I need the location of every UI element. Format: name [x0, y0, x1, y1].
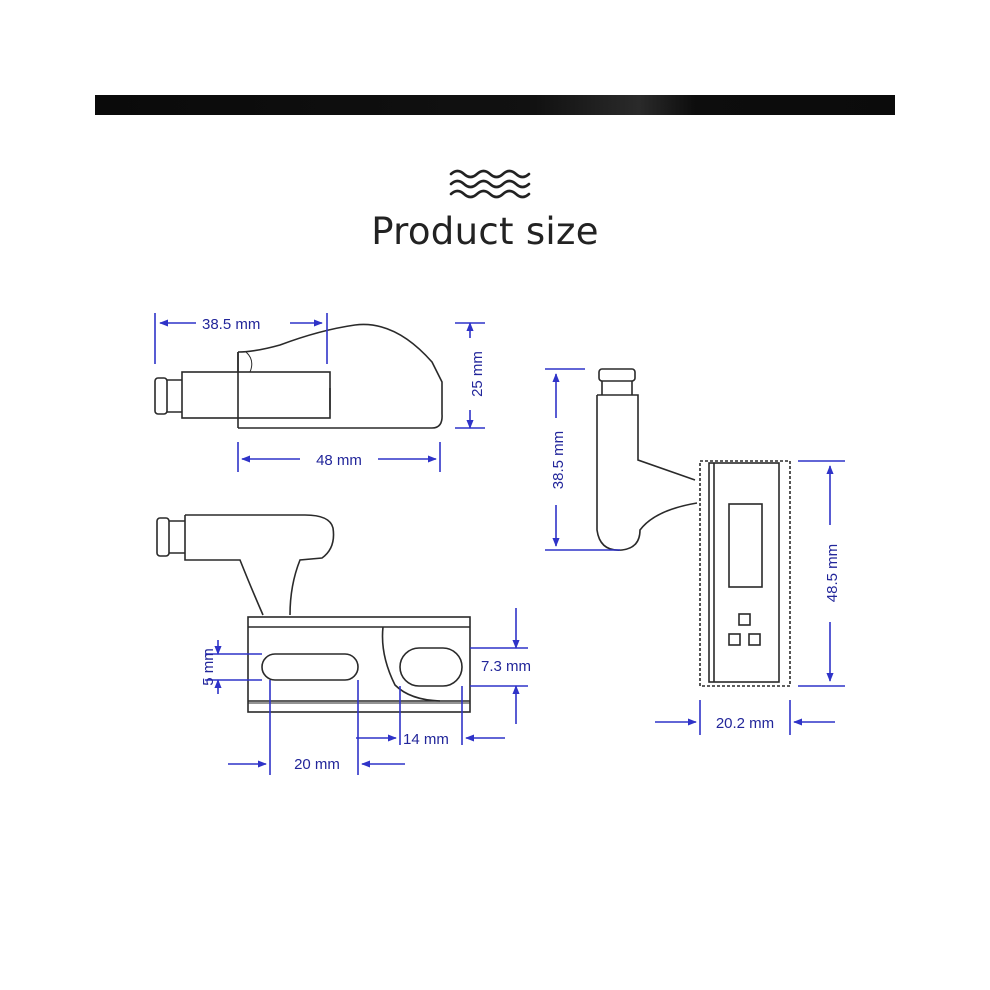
page-title: Product size — [371, 210, 599, 253]
header-bar — [95, 95, 895, 115]
bottom-view-outline — [156, 514, 471, 713]
dim-slot-offset: 20 mm — [294, 756, 340, 773]
dim-slot-height: 5 mm — [200, 648, 217, 686]
side-view-dimensions — [545, 368, 845, 735]
dim-side-height: 38.5 mm — [550, 431, 567, 489]
dim-top-height: 25 mm — [469, 351, 486, 397]
dim-slot-diameter: 7.3 mm — [481, 658, 531, 675]
top-view-dimensions — [154, 313, 485, 472]
bottom-view-dimensions — [205, 608, 528, 775]
dim-top-length: 48 mm — [316, 452, 362, 469]
dim-top-width: 38.5 mm — [202, 316, 260, 333]
top-view-outline — [154, 323, 443, 429]
dim-side-width: 20.2 mm — [716, 715, 774, 732]
side-view-outline — [596, 368, 791, 687]
dim-side-body-height: 48.5 mm — [824, 544, 841, 602]
dim-slot-spacing: 14 mm — [403, 731, 449, 748]
waves-icon — [449, 169, 531, 199]
